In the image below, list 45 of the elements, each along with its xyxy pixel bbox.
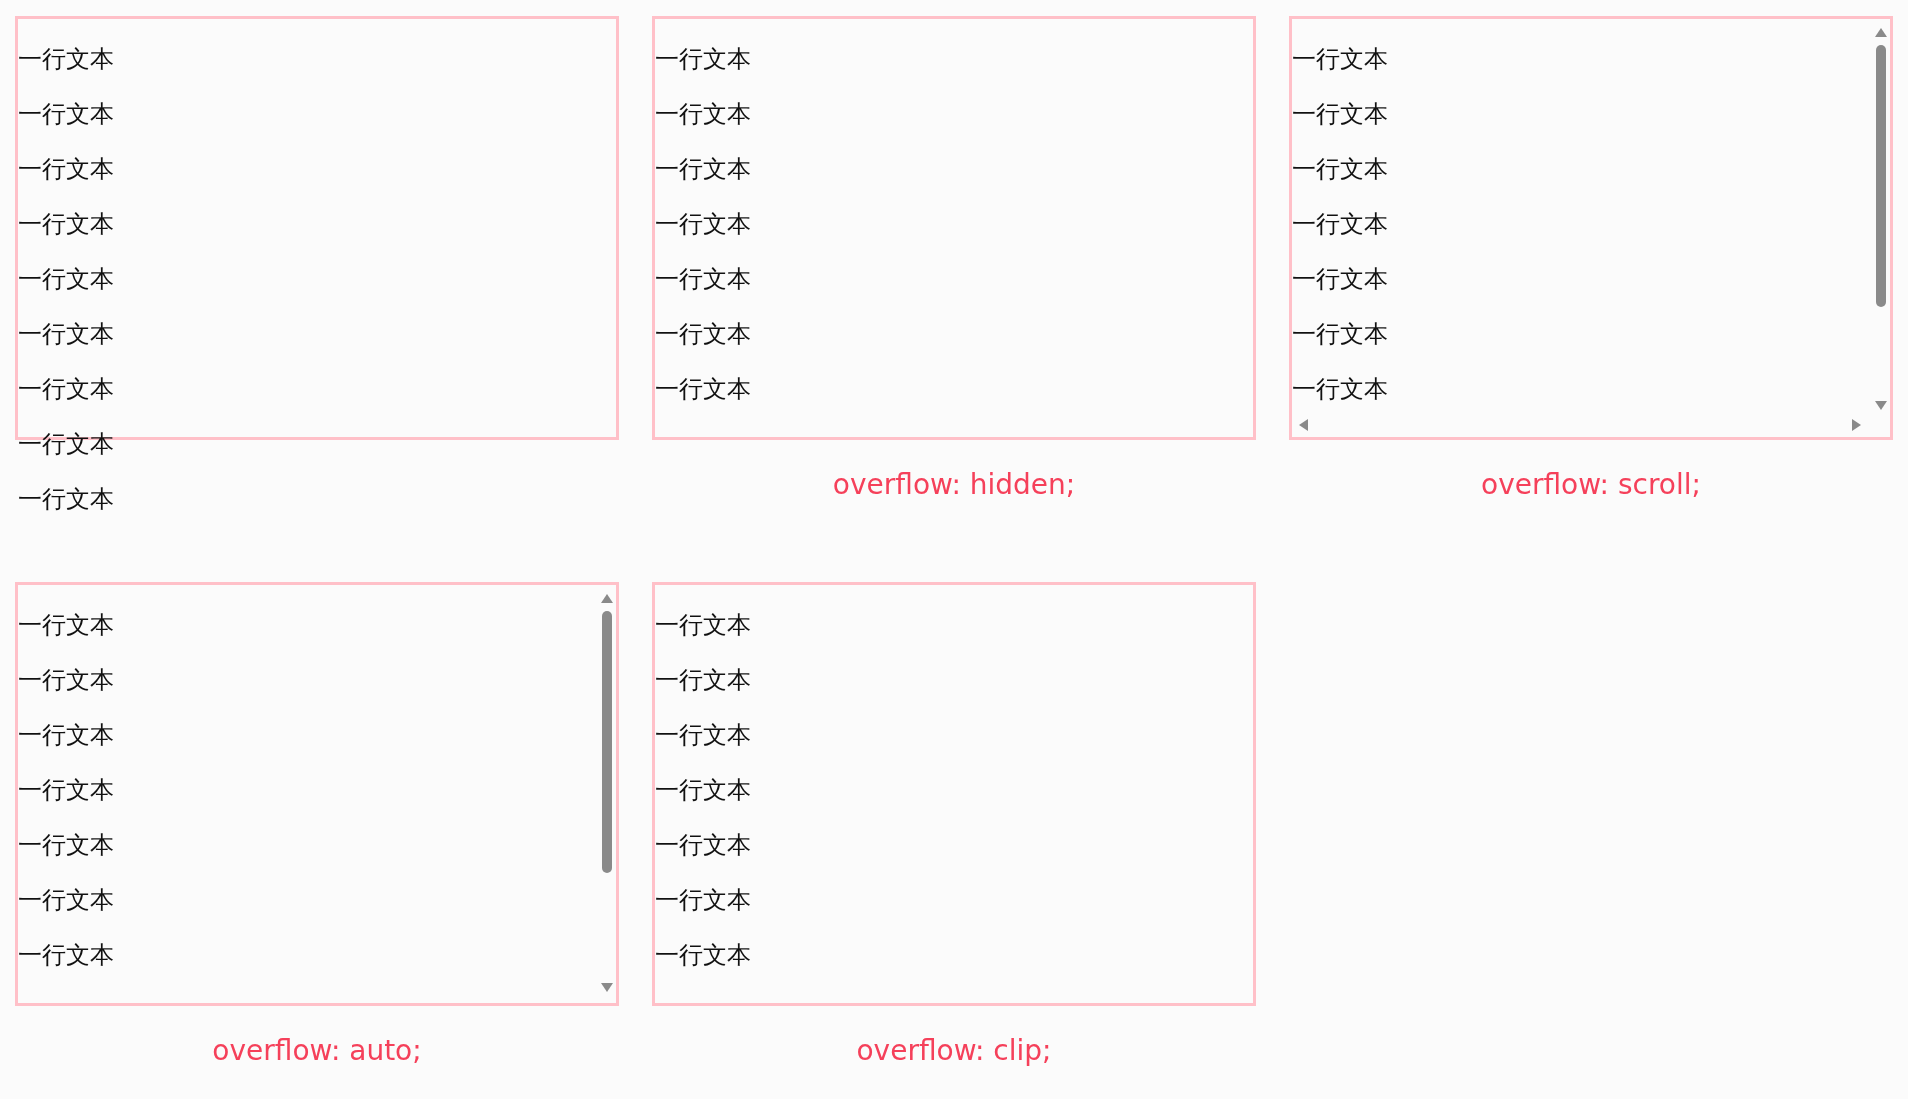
text-line: 一行文本 xyxy=(18,375,114,403)
text-line: 一行文本 xyxy=(655,210,751,238)
text-line: 一行文本 xyxy=(655,721,751,749)
overflow-demo-box xyxy=(652,16,1256,440)
text-line: 一行文本 xyxy=(655,611,751,639)
text-line: 一行文本 xyxy=(18,776,114,804)
text-line: 一行文本 xyxy=(18,611,114,639)
text-line: 一行文本 xyxy=(18,831,114,859)
text-line: 一行文本 xyxy=(1292,320,1388,348)
node-label: overflow: auto; xyxy=(212,1034,422,1067)
text-line: 一行文本 xyxy=(655,375,751,403)
text-line: 一行文本 xyxy=(18,210,114,238)
text-line: 一行文本 xyxy=(655,100,751,128)
node-label: overflow: clip; xyxy=(856,1034,1052,1067)
text-line: 一行文本 xyxy=(1292,100,1388,128)
text-line: 一行文本 xyxy=(1292,265,1388,293)
node-label: overflow: hidden; xyxy=(832,468,1076,501)
text-line: 一行文本 xyxy=(1292,375,1388,403)
text-line: 一行文本 xyxy=(1292,155,1388,183)
text-line: 一行文本 xyxy=(18,45,114,73)
text-line: 一行文本 xyxy=(18,666,114,694)
text-line: 一行文本 xyxy=(18,485,114,513)
text-line: 一行文本 xyxy=(655,886,751,914)
text-line: 一行文本 xyxy=(18,155,114,183)
text-line: 一行文本 xyxy=(655,941,751,969)
text-line: 一行文本 xyxy=(1292,210,1388,238)
text-line: 一行文本 xyxy=(655,45,751,73)
text-line: 一行文本 xyxy=(1292,45,1388,73)
text-line: 一行文本 xyxy=(18,100,114,128)
text-line: 一行文本 xyxy=(655,155,751,183)
text-line: 一行文本 xyxy=(18,320,114,348)
text-line: 一行文本 xyxy=(655,831,751,859)
overflow-demo-box xyxy=(15,582,619,1006)
text-line: 一行文本 xyxy=(655,776,751,804)
text-line: 一行文本 xyxy=(18,430,114,458)
text-line: 一行文本 xyxy=(18,941,114,969)
node-label: overflow: scroll; xyxy=(1481,468,1701,501)
text-line: 一行文本 xyxy=(18,886,114,914)
overflow-demo-box xyxy=(1289,16,1893,440)
text-line: 一行文本 xyxy=(18,721,114,749)
text-line: 一行文本 xyxy=(655,265,751,293)
text-line: 一行文本 xyxy=(655,666,751,694)
text-line: 一行文本 xyxy=(18,265,114,293)
overflow-demo-box xyxy=(652,582,1256,1006)
text-line: 一行文本 xyxy=(655,320,751,348)
